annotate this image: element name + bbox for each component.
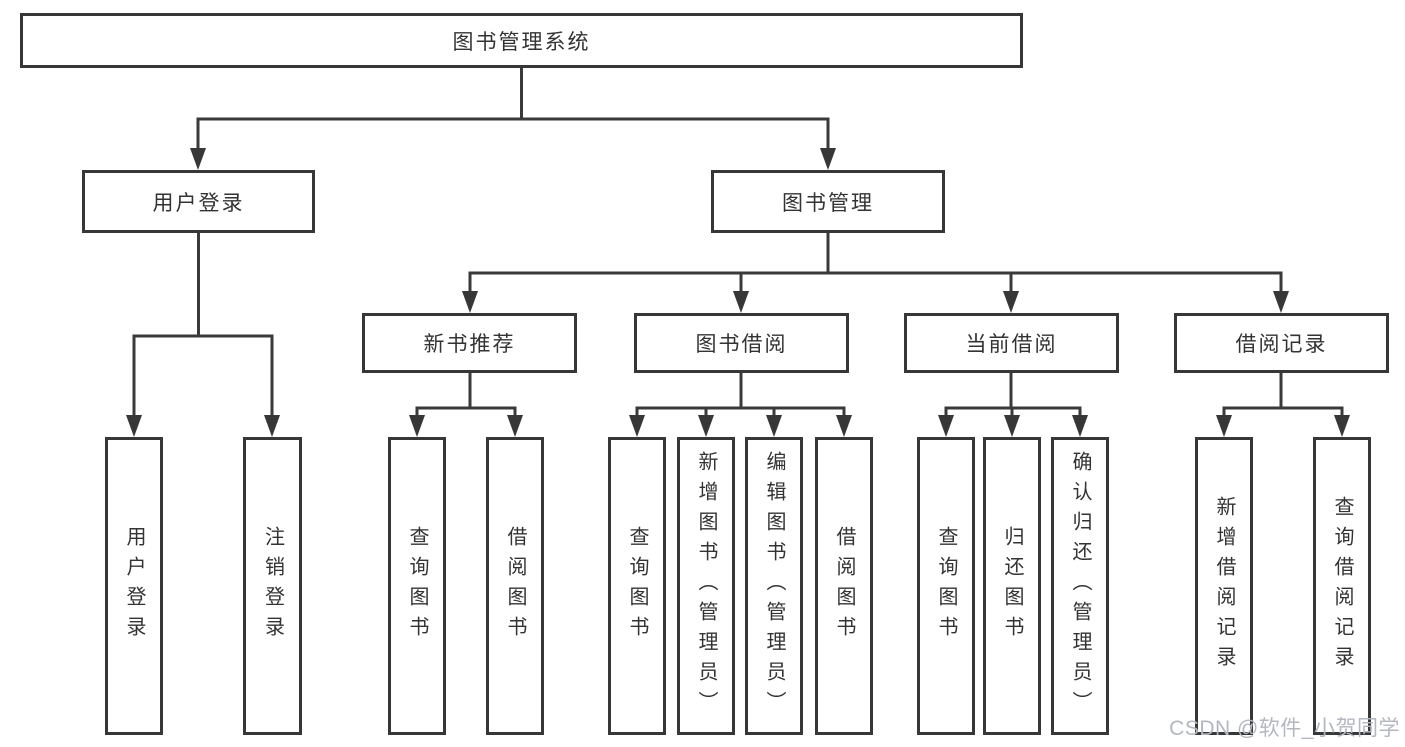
node-current-borrow: 当前借阅 <box>904 313 1119 373</box>
leaf-label: 注销登录 <box>261 526 284 646</box>
leaf-user-login: 用户登录 <box>105 437 163 735</box>
leaf-add-book-admin: 新增图书（管理员） <box>677 437 735 735</box>
leaf-label: 查询图书 <box>626 526 648 646</box>
leaf-confirm-return-admin: 确认归还（管理员） <box>1051 437 1109 735</box>
node-new-book-recommend: 新书推荐 <box>362 313 577 373</box>
connector-userlogin-split <box>132 334 274 422</box>
connector-bookmgmt-split <box>468 271 1283 297</box>
leaf-label: 借阅图书 <box>833 526 855 646</box>
node-book-borrow: 图书借阅 <box>634 313 849 373</box>
leaf-edit-book-admin: 编辑图书（管理员） <box>745 437 803 735</box>
node-library-management-system: 图书管理系统 <box>20 13 1023 68</box>
leaf-label: 借阅图书 <box>504 526 526 646</box>
leaf-query-books-borrow: 查询图书 <box>608 437 666 735</box>
node-label: 图书管理 <box>782 191 874 215</box>
leaf-add-borrow-record: 新增借阅记录 <box>1195 437 1253 735</box>
leaf-label: 编辑图书（管理员） <box>763 451 785 721</box>
leaf-label: 新增借阅记录 <box>1213 496 1235 676</box>
leaf-logout: 注销登录 <box>243 437 302 735</box>
node-label: 当前借阅 <box>965 333 1058 356</box>
node-label: 新书推荐 <box>423 333 516 356</box>
leaf-query-books-current: 查询图书 <box>917 437 975 735</box>
arrowheads <box>126 148 1350 437</box>
leaf-label: 归还图书 <box>1001 526 1023 646</box>
connector-records-split <box>1222 406 1344 422</box>
leaf-label: 查询图书 <box>935 526 957 646</box>
node-label: 图书借阅 <box>695 333 788 356</box>
node-borrow-records: 借阅记录 <box>1174 313 1389 373</box>
node-user-login: 用户登录 <box>82 170 315 233</box>
leaf-label: 查询借阅记录 <box>1331 496 1353 676</box>
leaf-label: 确认归还（管理员） <box>1069 451 1091 721</box>
leaf-label: 用户登录 <box>123 526 145 646</box>
leaf-return-book: 归还图书 <box>983 437 1041 735</box>
node-label: 借阅记录 <box>1235 333 1328 356</box>
leaf-borrow-books: 借阅图书 <box>815 437 873 735</box>
leaf-label: 新增图书（管理员） <box>695 451 717 721</box>
leaf-label: 查询图书 <box>406 526 428 646</box>
node-book-management: 图书管理 <box>711 170 945 233</box>
node-label: 图书管理系统 <box>452 30 591 54</box>
connector-root-split <box>196 117 830 154</box>
leaf-borrow-books-recommend: 借阅图书 <box>486 437 544 735</box>
leaf-query-books-recommend: 查询图书 <box>388 437 446 735</box>
csdn-watermark: CSDN @软件_小贺同学 <box>1169 717 1400 740</box>
connector-borrow-split <box>635 406 846 422</box>
connector-newbook-split <box>415 406 517 422</box>
leaf-query-borrow-record: 查询借阅记录 <box>1313 437 1371 735</box>
node-label: 用户登录 <box>152 191 245 215</box>
